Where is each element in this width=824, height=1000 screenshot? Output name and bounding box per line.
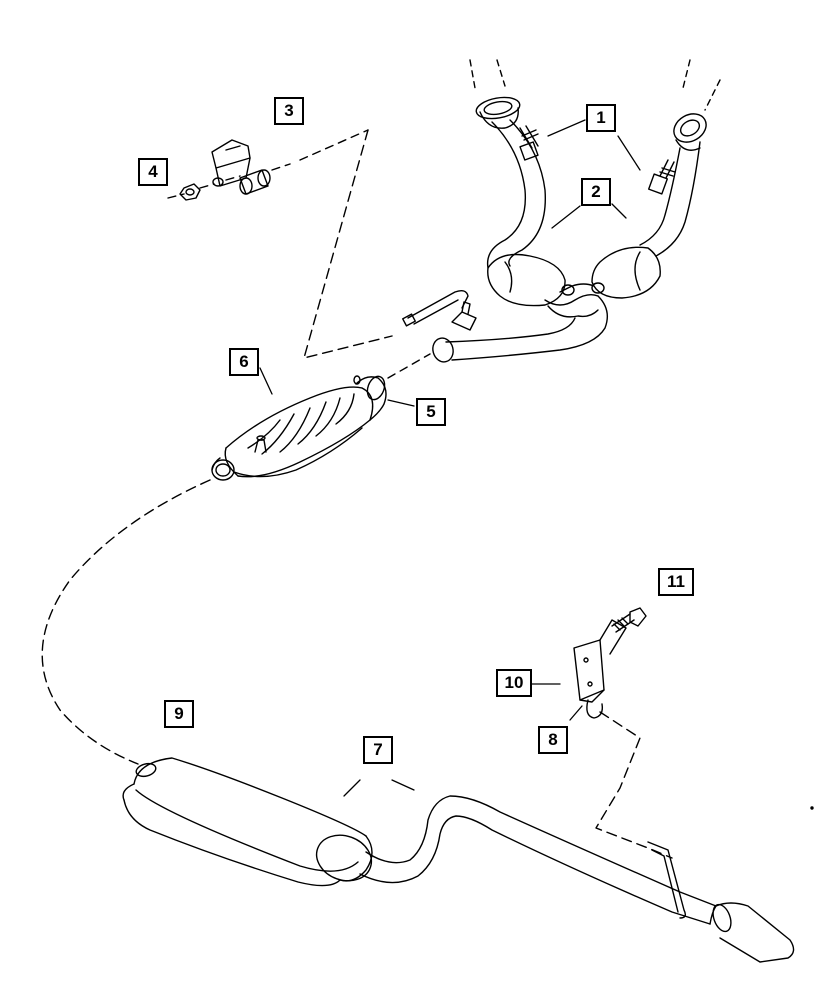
callout-2: 2	[581, 178, 611, 206]
converter-to-muffler-dash	[41, 479, 211, 765]
callout-6: 6	[229, 348, 259, 376]
bracket-to-rod-dash	[303, 129, 393, 359]
muffler-assembly	[122, 757, 795, 963]
callout-7: 7	[363, 736, 393, 764]
callout-9: 9	[164, 700, 194, 728]
right-manifold-flange	[673, 59, 721, 151]
callout-1: 1	[586, 104, 616, 132]
bracket-dash-line	[167, 129, 369, 199]
callout-4: 4	[138, 158, 168, 186]
stray-dot	[810, 806, 814, 810]
converter-inlet-dash	[387, 353, 431, 379]
callout-8: 8	[538, 726, 568, 754]
callout-3: 3	[274, 97, 304, 125]
hex-nut-4	[179, 183, 201, 201]
hanger-rod-upper	[402, 289, 469, 327]
rear-hanger-dash	[595, 711, 673, 859]
left-manifold-flange	[469, 59, 521, 129]
bolt-11	[611, 607, 647, 633]
y-pipe-assembly	[432, 119, 701, 363]
hanger-bracket-3	[211, 139, 271, 195]
manifold-stud-right	[647, 159, 676, 195]
leader-lines	[259, 119, 641, 797]
callout-5: 5	[416, 398, 446, 426]
rear-hanger-bracket-10	[573, 619, 627, 719]
callout-11: 11	[658, 568, 694, 596]
catalytic-converter-6	[211, 375, 387, 481]
rear-hanger-rod	[647, 841, 687, 919]
callout-10: 10	[496, 669, 532, 697]
